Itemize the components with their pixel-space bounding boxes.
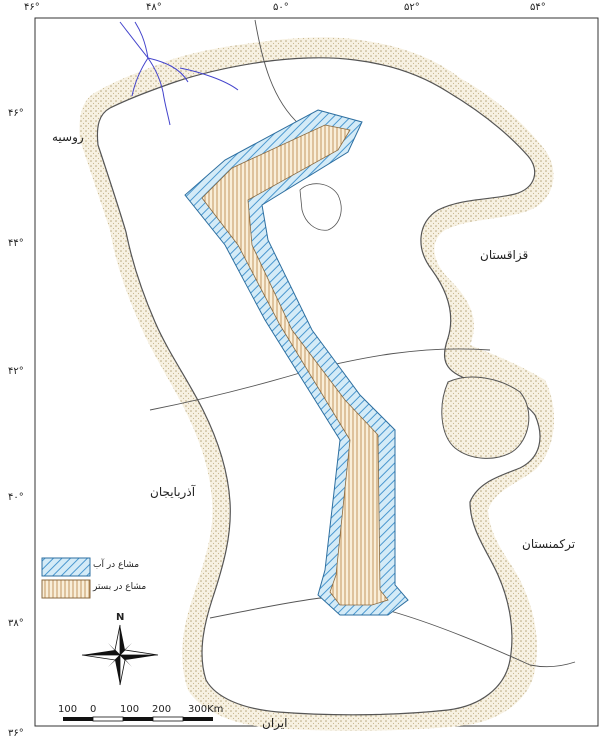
scale-label: 300Km bbox=[188, 704, 224, 715]
scale-label: 100 bbox=[58, 704, 78, 715]
coord-top-48: ۴۸° bbox=[146, 2, 162, 13]
coord-top-54: ۵۴° bbox=[530, 2, 546, 13]
legend-water-label: مشاع در آب bbox=[93, 560, 140, 570]
legend-seabed-swatch bbox=[41, 579, 91, 599]
coord-left-40: ۴۰° bbox=[8, 492, 24, 503]
legend-water-swatch bbox=[41, 557, 91, 577]
north-arrow-icon bbox=[81, 624, 159, 686]
legend-seabed-label: مشاع در بستر bbox=[93, 582, 147, 592]
country-iran: ایران bbox=[262, 716, 288, 730]
kara-bogaz-bay bbox=[441, 376, 530, 459]
rivers bbox=[119, 21, 239, 126]
scale-label: 100 bbox=[120, 704, 140, 715]
coord-top-52: ۵۲° bbox=[404, 2, 420, 13]
coord-top-50: ۵۰° bbox=[273, 2, 289, 13]
country-kazakhstan: قزاقستان bbox=[480, 248, 529, 262]
coord-left-44: ۴۴° bbox=[8, 238, 24, 249]
coord-left-36: ۳۶° bbox=[8, 728, 24, 739]
coord-left-42: ۴۲° bbox=[8, 366, 24, 377]
scale-label: 0 bbox=[90, 704, 97, 715]
country-russia: روسیه bbox=[52, 130, 84, 144]
north-inlet bbox=[299, 183, 342, 231]
north-label: N bbox=[116, 612, 125, 623]
coord-left-46: ۴۶° bbox=[8, 108, 24, 119]
country-azerbaijan: آذربایجان bbox=[150, 485, 196, 499]
coord-top-46: ۴۶° bbox=[24, 2, 40, 13]
scale-bar bbox=[63, 716, 213, 722]
seabed-zone bbox=[201, 124, 389, 606]
scale-label: 200 bbox=[152, 704, 172, 715]
country-turkmenistan: ترکمنستان bbox=[522, 537, 576, 551]
coord-left-38: ۳۸° bbox=[8, 618, 24, 629]
